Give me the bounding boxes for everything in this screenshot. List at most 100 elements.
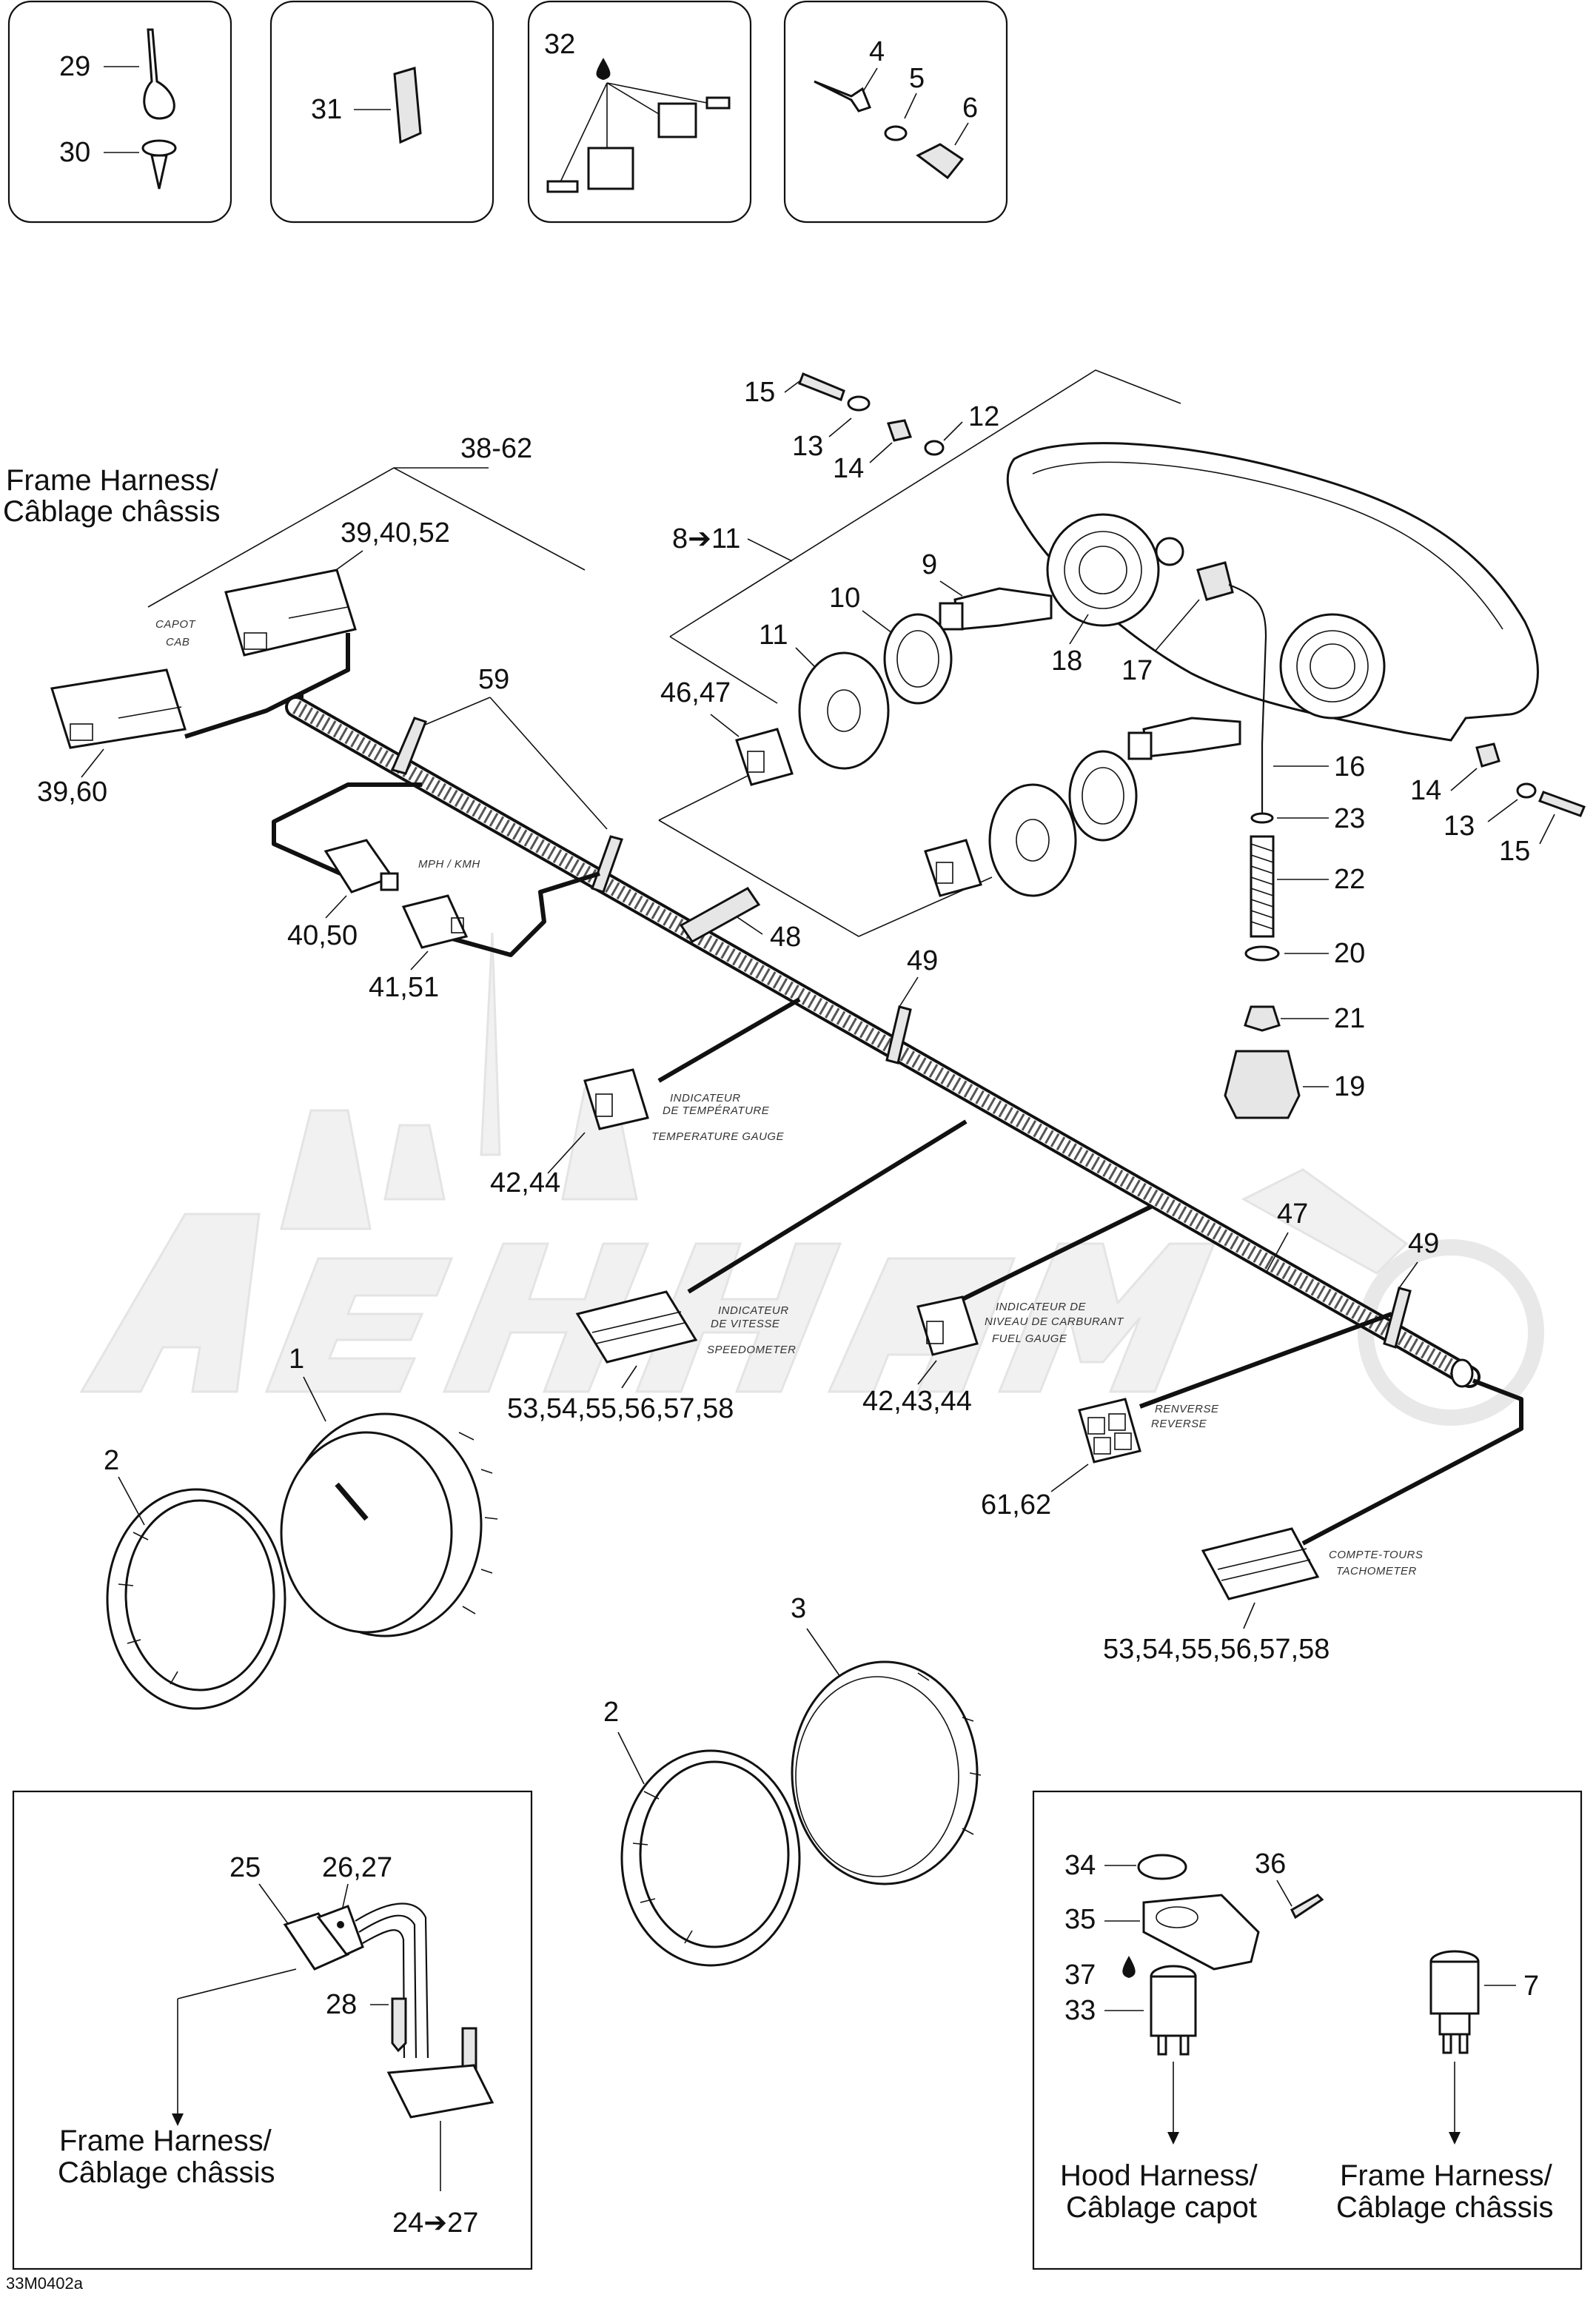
terminal-pin-icon <box>705 96 731 110</box>
headlamp-connector-lower <box>924 839 982 897</box>
gauge-body-1 <box>280 1412 498 1637</box>
headlamp-bulb-upper <box>939 587 1053 631</box>
frame-harness-label-right: Frame Harness/ <box>1340 2159 1553 2192</box>
inset-box-29-30: 29 30 <box>7 0 232 224</box>
callout-26-27: 26,27 <box>322 1852 392 1883</box>
speed-tag-fr1: INDICATEUR <box>718 1304 789 1317</box>
callout-6: 6 <box>962 93 978 124</box>
inset-box-4-5-6: 4 5 6 <box>783 0 1008 224</box>
small-screw-icon <box>1290 1894 1324 1920</box>
callout-7: 7 <box>1523 1971 1539 2002</box>
callout-39-40-52: 39,40,52 <box>341 517 450 549</box>
tach-tag-en: TACHOMETER <box>1336 1565 1417 1578</box>
clip-icon <box>393 67 422 144</box>
cable-tie-icon <box>390 717 427 775</box>
callout-36: 36 <box>1255 1848 1286 1880</box>
callout-53-58-b: 53,54,55,56,57,58 <box>1103 1634 1330 1665</box>
mph-kmh-tag: MPH / KMH <box>418 858 480 871</box>
tach-tag-fr: COMPTE-TOURS <box>1329 1549 1423 1561</box>
callout-25: 25 <box>229 1852 261 1883</box>
callout-53-58-a: 53,54,55,56,57,58 <box>507 1393 734 1424</box>
cab-tag: CAB <box>166 636 190 648</box>
capot-tag: CAPOT <box>155 618 197 631</box>
callout-19: 19 <box>1334 1071 1365 1102</box>
frame-harness-label-top-fr: Câblage châssis <box>3 495 221 528</box>
washer-icon <box>847 395 871 412</box>
nut-icon <box>1244 1005 1281 1032</box>
bolt-icon <box>798 372 845 401</box>
callout-42-43-44: 42,43,44 <box>862 1386 972 1417</box>
module-wire <box>184 633 350 739</box>
cable-tie-icon <box>591 835 623 893</box>
bulb-cover-lower <box>988 783 1077 897</box>
reverse-connector <box>1078 1398 1141 1464</box>
reverse-wire <box>1139 1312 1393 1409</box>
bolt-icon <box>1538 791 1586 817</box>
callout-21: 21 <box>1334 1003 1365 1034</box>
callout-35: 35 <box>1064 1904 1096 1935</box>
speedometer-connector <box>575 1290 698 1364</box>
speedometer-wire <box>687 1119 968 1294</box>
callout-12: 12 <box>968 401 999 432</box>
speed-tag-fr2: DE VITESSE <box>711 1318 780 1330</box>
callout-17: 17 <box>1121 655 1153 686</box>
callout-24-27: 24➔27 <box>392 2207 478 2239</box>
sensor-body <box>386 2064 494 2119</box>
callout-47: 47 <box>1277 1198 1308 1230</box>
clamp-icon <box>916 143 965 180</box>
tapping-screw-icon <box>141 139 177 190</box>
temp-gauge-wire <box>657 997 801 1083</box>
frame-harness-label-left: Frame Harness/ <box>59 2125 272 2157</box>
callout-29: 29 <box>59 51 90 82</box>
callout-23: 23 <box>1334 803 1365 834</box>
callout-37: 37 <box>1064 1959 1096 1991</box>
callout-34: 34 <box>1064 1850 1096 1881</box>
tachometer-wire <box>1301 1378 1523 1546</box>
adjuster-knob <box>1224 1050 1301 1119</box>
mph-wire-b <box>443 871 600 957</box>
harness-loom <box>285 696 1481 1388</box>
tachometer-connector <box>1201 1527 1320 1600</box>
washer-icon <box>1516 782 1537 799</box>
headlamp-bulb-lower <box>1127 717 1241 760</box>
callout-38-62: 38-62 <box>460 433 532 464</box>
callout-31: 31 <box>311 94 342 125</box>
gauge-bezel-2-right <box>620 1749 801 1967</box>
callout-59: 59 <box>478 664 509 695</box>
callout-15-right: 15 <box>1499 836 1530 867</box>
frame-harness-label-right-fr: Câblage châssis <box>1336 2191 1554 2224</box>
washer-icon <box>1250 812 1274 824</box>
sensor-connector <box>283 1905 364 1971</box>
mounting-bracket <box>1142 1894 1260 1971</box>
callout-9: 9 <box>922 549 937 580</box>
loom-end-cap <box>1450 1358 1474 1388</box>
control-module-lower <box>50 668 187 749</box>
callout-20: 20 <box>1334 938 1365 969</box>
callout-18: 18 <box>1051 646 1082 677</box>
fuel-tag-fr1: INDICATEUR DE <box>996 1301 1087 1313</box>
document-code: 33M0402a <box>6 2274 84 2293</box>
callout-48: 48 <box>770 922 801 953</box>
callout-4: 4 <box>869 36 885 67</box>
connector-housing-icon <box>657 102 697 138</box>
connector-housing-icon <box>587 147 634 190</box>
callout-10: 10 <box>829 583 860 614</box>
temp-tag-fr1: INDICATEUR <box>670 1092 741 1104</box>
gauge-bezel-2-left <box>106 1488 286 1710</box>
bulb-cover-upper <box>798 651 890 770</box>
frame-harness-label-top: Frame Harness/ <box>6 464 219 497</box>
fuel-gauge-connector <box>916 1295 979 1356</box>
mph-wire-a <box>272 782 422 876</box>
callout-49-a: 49 <box>907 945 938 976</box>
inset-box-31: 31 <box>269 0 494 224</box>
callout-28: 28 <box>326 1989 357 2020</box>
callout-15-top: 15 <box>744 377 775 408</box>
harness-grommet <box>679 887 761 943</box>
callout-13-right: 13 <box>1444 811 1475 842</box>
adjuster-spring <box>1250 835 1275 938</box>
callout-16: 16 <box>1334 751 1365 782</box>
inset-box-sensor: 25 26,27 28 Frame Harness/ Câblage châss… <box>12 1790 533 2270</box>
fuel-gauge-wire <box>953 1204 1153 1305</box>
terminal-pin-icon <box>546 180 579 193</box>
callout-32: 32 <box>544 29 575 60</box>
